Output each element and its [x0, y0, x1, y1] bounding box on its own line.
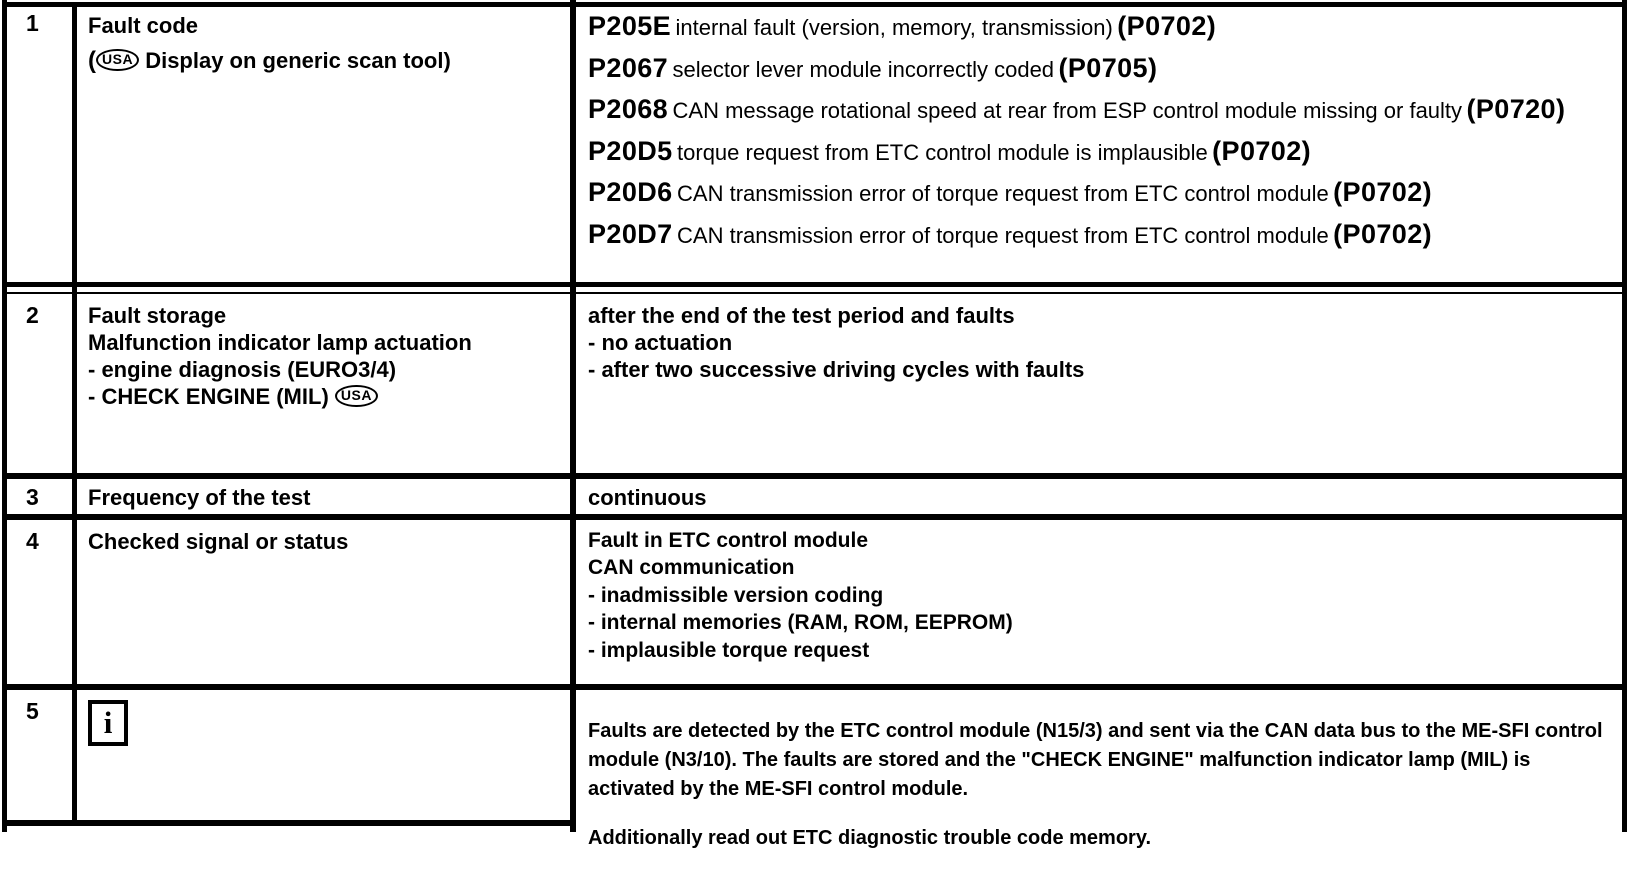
fault-line: P2068 CAN message rotational speed at re… [588, 91, 1618, 133]
row-3-number: 3 [26, 484, 39, 510]
fault-description: torque request from ETC control module i… [677, 139, 1208, 165]
row-divider-4-5 [2, 684, 1627, 690]
row-5-number: 5 [26, 698, 39, 724]
fault-line: P20D5 torque request from ETC control mo… [588, 133, 1618, 175]
row-5-bottom-border-partial [2, 820, 576, 826]
row-2-content: after the end of the test period and fau… [588, 302, 1618, 383]
row-5-content-paragraph: Faults are detected by the ETC control m… [588, 720, 1603, 800]
fault-description: CAN transmission error of torque request… [677, 181, 1329, 206]
row-2-label: Fault storage Malfunction indicator lamp… [88, 302, 558, 410]
fault-code: P20D5 [588, 135, 673, 166]
generic-code: (P0702) [1333, 177, 1433, 207]
generic-code: (P0702) [1117, 11, 1217, 41]
open-paren: ( [88, 47, 96, 74]
row-2-label-title: Fault storage [88, 303, 227, 328]
fault-description: CAN transmission error of torque request… [677, 222, 1329, 248]
generic-code: (P0702) [1212, 135, 1312, 166]
generic-code: (P0705) [1058, 52, 1158, 83]
row-divider-1-2-thick [2, 282, 1627, 287]
fault-line: P20D6 CAN transmission error of torque r… [588, 174, 1618, 216]
row-4-content-line: - inadmissible version coding [588, 583, 884, 607]
row-2-content-item: - no actuation [588, 330, 733, 355]
row-1-number: 1 [26, 10, 39, 36]
row-1-label: Fault code (USA Display on generic scan … [88, 12, 558, 74]
row-2-content-item: - after two successive driving cycles wi… [588, 357, 1085, 382]
row-divider-1-2-thin [2, 292, 1627, 294]
row-divider-3-4 [2, 514, 1627, 520]
fault-code: P20D7 [588, 218, 673, 249]
row-2-label-item: - engine diagnosis (EURO3/4) [88, 357, 397, 382]
row-4-content: Fault in ETC control module CAN communic… [588, 527, 1618, 664]
column-divider-content [570, 0, 576, 832]
row-1-label-line2: (USA Display on generic scan tool) [88, 47, 558, 74]
table-right-border [1622, 0, 1627, 832]
column-divider-number [72, 2, 77, 826]
row-1-label-rest: Display on generic scan tool) [145, 48, 451, 73]
generic-code: (P0720) [1466, 94, 1566, 124]
fault-code: P205E [588, 11, 672, 41]
fault-description: selector lever module incorrectly coded [672, 56, 1055, 82]
diagnostic-fault-table-page: 1 Fault code (USA Display on generic sca… [2, 0, 1627, 849]
row-divider-2-3 [2, 473, 1627, 479]
row-4-content-line: - internal memories (RAM, ROM, EEPROM) [588, 611, 1013, 635]
row-3-label: Frequency of the test [88, 485, 311, 510]
row-1-label-title: Fault code [88, 13, 199, 38]
generic-code: (P0702) [1333, 218, 1433, 249]
fault-line: P2067 selector lever module incorrectly … [588, 50, 1618, 92]
row-3-content: continuous [588, 485, 707, 510]
table-left-border [2, 0, 7, 832]
fault-code: P20D6 [588, 177, 673, 207]
row-2-content-line: after the end of the test period and fau… [588, 303, 1015, 328]
fault-line: P20D7 CAN transmission error of torque r… [588, 216, 1618, 258]
row-5-content: Faults are detected by the ETC control m… [588, 697, 1618, 873]
table-top-border [2, 2, 1627, 7]
row-4-label: Checked signal or status [88, 529, 349, 554]
row-5-content-paragraph: Additionally read out ETC diagnostic tro… [588, 827, 1152, 849]
usa-badge-icon: USA [96, 49, 140, 72]
row-4-content-line: CAN communication [588, 556, 795, 580]
row-2-label-item: - CHECK ENGINE (MIL) USA [88, 383, 558, 410]
row-4-content-line: Fault in ETC control module [588, 529, 868, 552]
fault-description: internal fault (version, memory, transmi… [675, 15, 1113, 40]
row-4-content-line: - implausible torque request [588, 638, 870, 662]
fault-description: CAN message rotational speed at rear fro… [672, 98, 1463, 123]
fault-line: P205E internal fault (version, memory, t… [588, 8, 1618, 50]
row-2-label-item-text: - CHECK ENGINE (MIL) [88, 384, 329, 409]
fault-code: P2067 [588, 52, 669, 83]
row-4-number: 4 [26, 528, 39, 554]
usa-badge-icon: USA [334, 385, 378, 408]
fault-code: P2068 [588, 94, 669, 124]
row-2-number: 2 [26, 302, 39, 328]
info-icon: i [88, 700, 128, 746]
row-1-fault-list: P205E internal fault (version, memory, t… [588, 8, 1618, 257]
row-2-label-sub: Malfunction indicator lamp actuation [88, 330, 472, 355]
